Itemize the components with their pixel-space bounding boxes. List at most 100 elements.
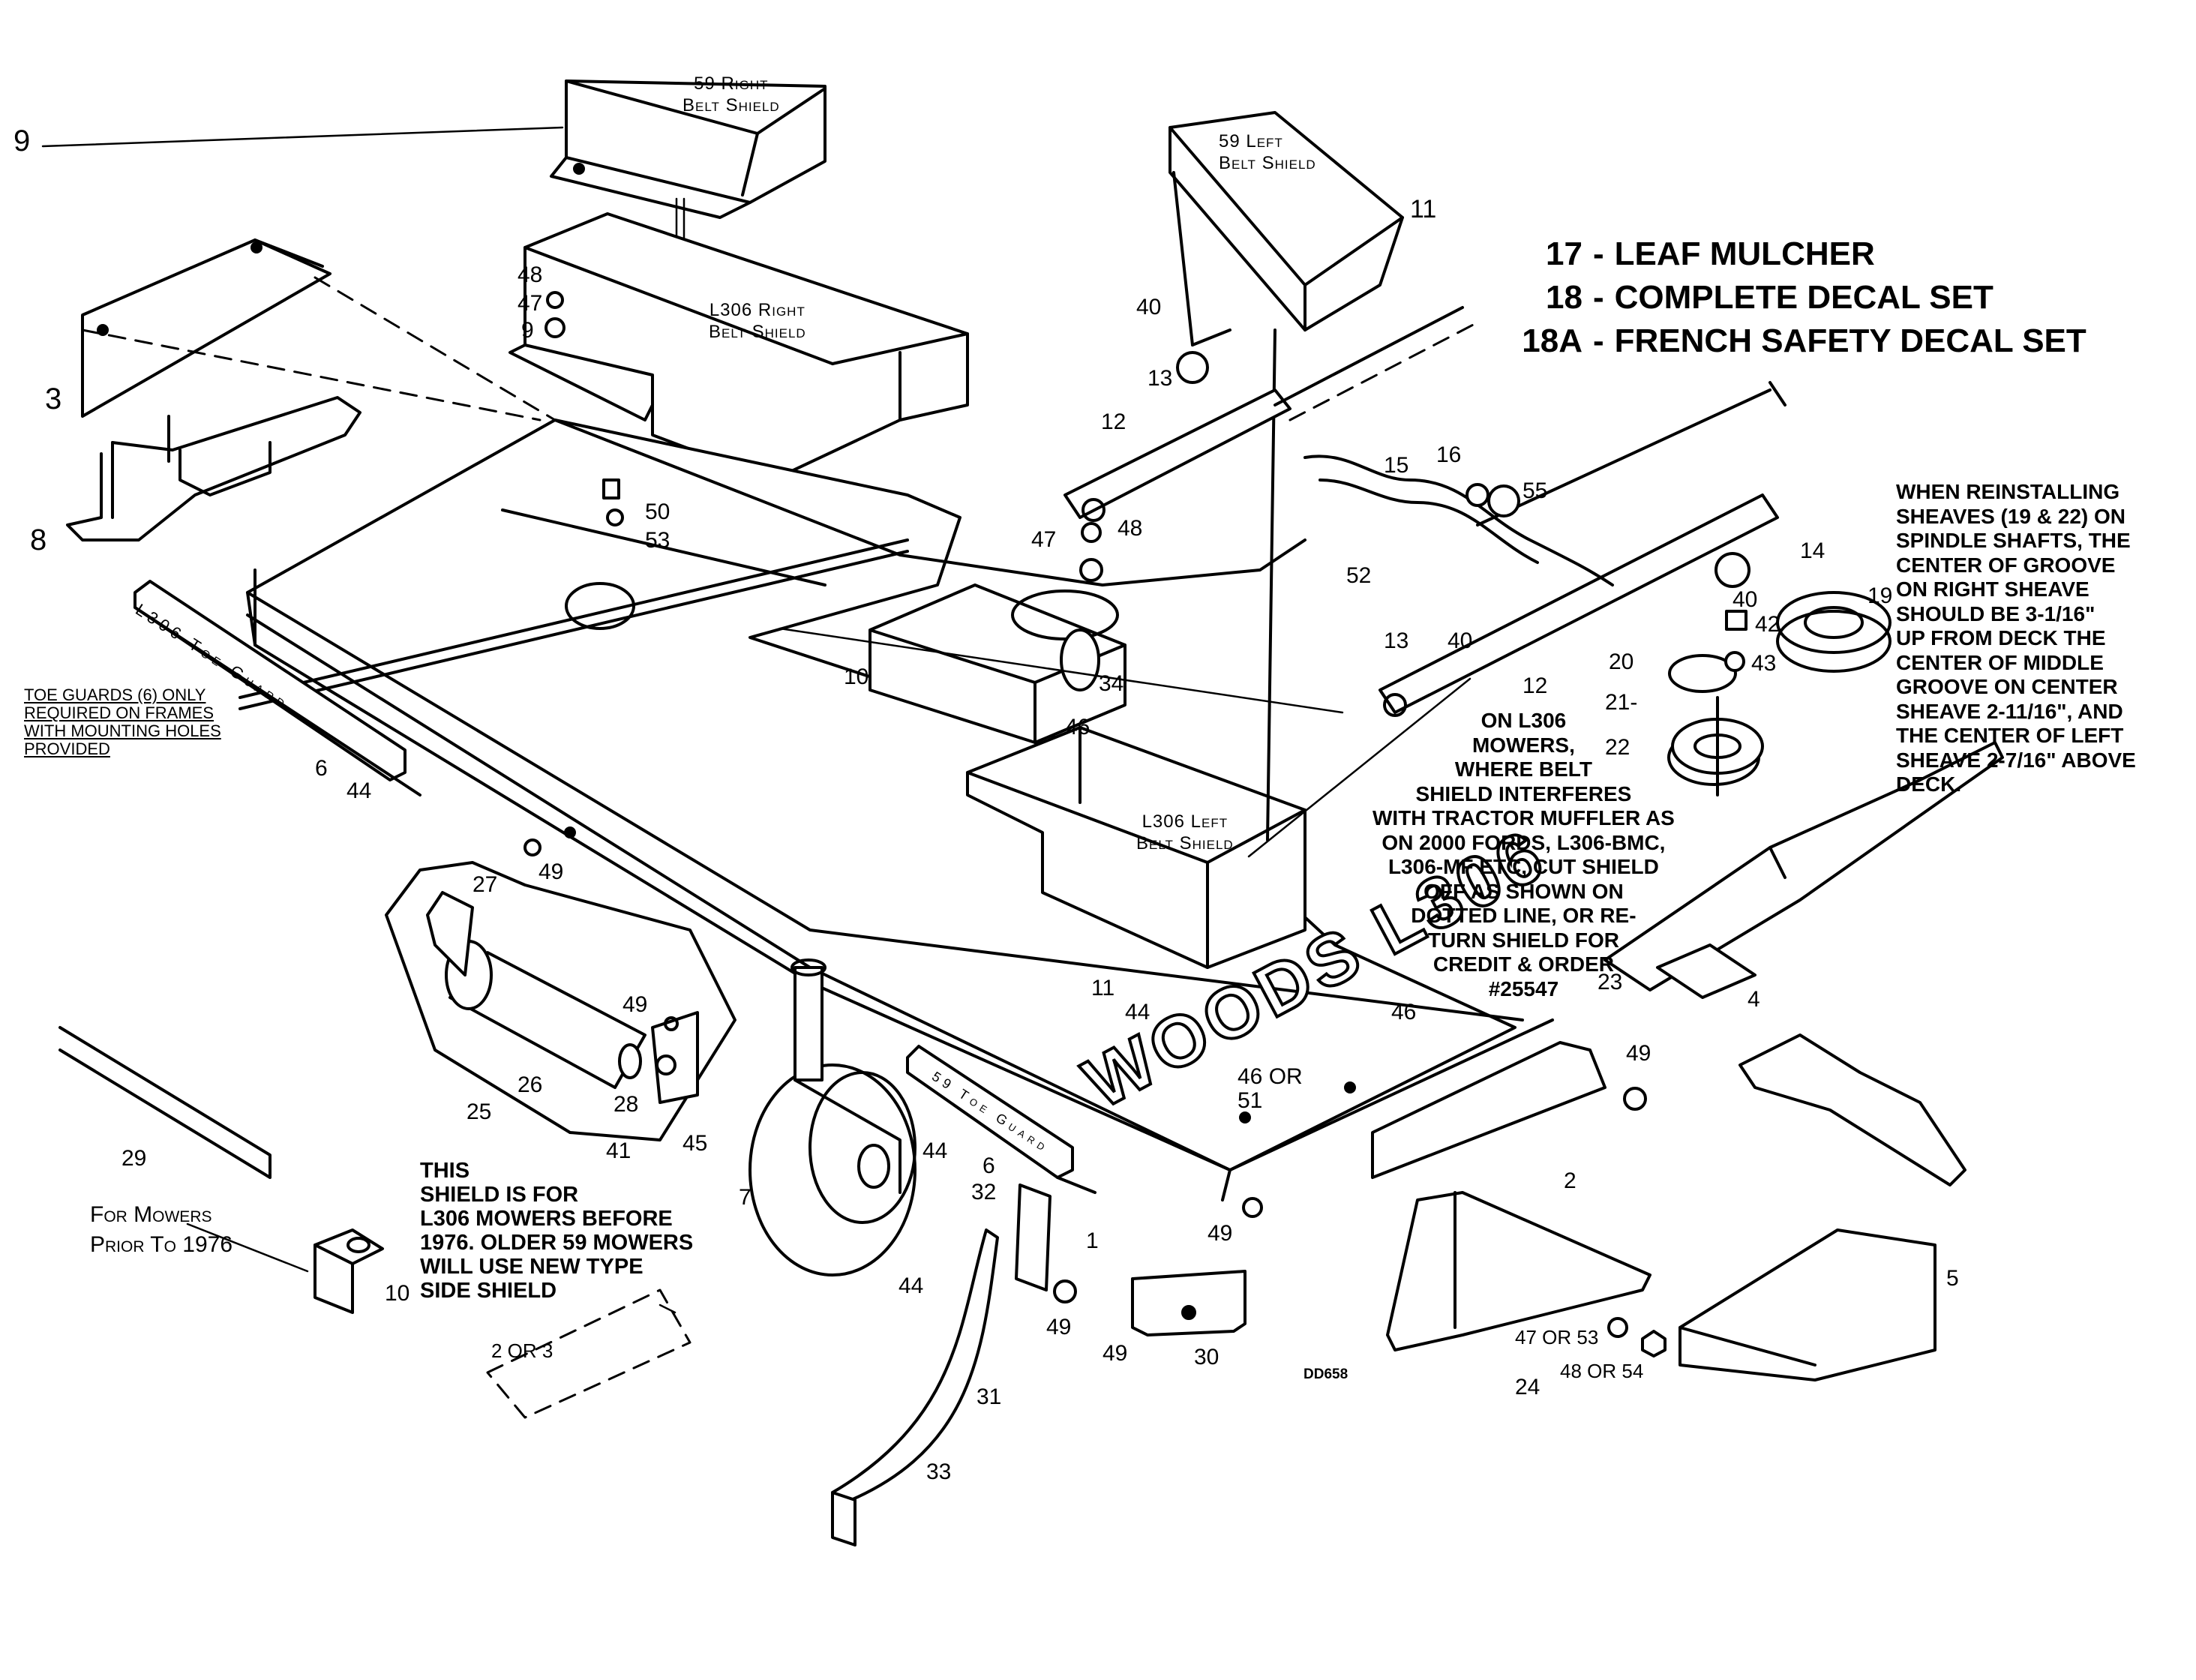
legend-item: 17-LEAF MULCHER — [1546, 236, 1875, 272]
callout-47-or-53: 47 OR 53 — [1515, 1326, 1599, 1348]
mower-deck — [238, 418, 1554, 1202]
callout-44: 44 — [922, 1138, 948, 1163]
muffler-interference-note: ON L306 MOWERS, WHERE BELT SHIELD INTERF… — [1372, 709, 1675, 1000]
callout-52: 52 — [1346, 563, 1372, 588]
skid-31 — [831, 1184, 1052, 1546]
callout-49: 49 — [622, 992, 648, 1017]
callout-23: 23 — [1598, 970, 1623, 994]
callout-45: 45 — [682, 1131, 708, 1156]
callout-2: 2 — [1564, 1168, 1576, 1193]
callout-43: 43 — [1751, 651, 1777, 676]
sheave-installation-note: WHEN REINSTALLING SHEAVES (19 & 22) ON S… — [1896, 480, 2136, 796]
callout-5: 5 — [1946, 1266, 1959, 1291]
callout-19: 19 — [1868, 584, 1893, 608]
callout-12: 12 — [1522, 674, 1548, 698]
callout-31: 31 — [976, 1384, 1002, 1409]
callout-30: 30 — [1194, 1345, 1220, 1370]
shield-5 — [1678, 1228, 1936, 1382]
blade-23 — [1738, 1034, 1966, 1186]
callout-40: 40 — [1732, 587, 1758, 612]
label-l306-left-belt-shield: L306 Left Belt Shield — [1136, 812, 1234, 854]
callout-44: 44 — [1125, 1000, 1150, 1024]
callout-24: 24 — [1515, 1375, 1540, 1400]
shield-2 — [1371, 1041, 1606, 1179]
callout-11: 11 — [1091, 976, 1115, 1000]
callout-10: 10 — [385, 1281, 410, 1306]
skid-24 — [1386, 1191, 1652, 1352]
prior-1976-note: For Mowers Prior To 1976 — [90, 1202, 233, 1257]
leader-lines — [41, 126, 1472, 1314]
old-side-shield — [486, 1288, 692, 1419]
callout-49: 49 — [1208, 1221, 1233, 1246]
callout-10: 10 — [844, 664, 869, 689]
roller-26 — [385, 861, 736, 1142]
callout-25: 25 — [466, 1100, 492, 1124]
sheaves — [1667, 591, 1892, 796]
label-59-left-belt-shield: 59 Left Belt Shield — [1219, 131, 1316, 173]
callout-49: 49 — [1626, 1041, 1652, 1066]
callout-11: 11 — [1410, 195, 1437, 224]
callout-2-or-3: 2 OR 3 — [491, 1340, 554, 1362]
callout-44: 44 — [898, 1274, 924, 1298]
callout-16: 16 — [1436, 442, 1462, 467]
callout-20: 20 — [1609, 650, 1634, 674]
callout-49: 49 — [1102, 1341, 1128, 1366]
callout-48: 48 — [518, 262, 543, 287]
callout-9: 9 — [521, 318, 534, 343]
callout-48-or-54: 48 OR 54 — [1560, 1360, 1644, 1382]
skid-8 — [66, 396, 362, 542]
callout-40: 40 — [1448, 628, 1473, 653]
callout-13: 13 — [1148, 366, 1173, 391]
callout-29: 29 — [122, 1146, 147, 1171]
drawing-number: DD658 — [1304, 1366, 1348, 1382]
blade-4 — [1604, 741, 2004, 999]
callout-42: 42 — [1755, 612, 1780, 637]
callout-34: 34 — [1099, 671, 1124, 696]
label-l306-right-belt-shield: L306 Right Belt Shield — [709, 300, 806, 342]
callout-48: 48 — [1118, 516, 1143, 541]
callout-41: 41 — [606, 1138, 632, 1163]
callout-6: 6 — [315, 756, 328, 781]
callout-50: 50 — [645, 500, 670, 524]
callout-46: 46 — [1065, 715, 1090, 740]
legend-item: 18A-FRENCH SAFETY DECAL SET — [1522, 322, 2086, 359]
side-shield-3 — [81, 238, 556, 422]
callout-47: 47 — [1031, 527, 1057, 552]
l306-left-belt-shield — [966, 726, 1306, 969]
callout-40: 40 — [1136, 295, 1162, 320]
callout-7: 7 — [739, 1185, 752, 1210]
callout-22: 22 — [1605, 735, 1630, 760]
callout-15: 15 — [1384, 453, 1409, 478]
callout-46-or-51: 46 OR 51 — [1238, 1064, 1303, 1113]
shield-30 — [1131, 1270, 1246, 1336]
callout-9: 9 — [14, 124, 31, 158]
callout-12: 12 — [1101, 410, 1126, 434]
caster-wheel — [748, 958, 916, 1276]
label-59-right-belt-shield: 59 Right Belt Shield — [682, 74, 780, 116]
59-right-belt-shield — [550, 80, 826, 253]
callout-28: 28 — [614, 1092, 639, 1117]
a-frame-bars — [1064, 306, 1786, 717]
toe-guard-note: TOE GUARDS (6) ONLY REQUIRED ON FRAMES W… — [24, 686, 221, 758]
callout-33: 33 — [926, 1460, 952, 1484]
callout-46: 46 — [1391, 1000, 1417, 1024]
callout-44: 44 — [346, 778, 372, 803]
callout-55: 55 — [1522, 478, 1548, 503]
callout-3: 3 — [45, 382, 62, 416]
callout-26: 26 — [518, 1072, 543, 1097]
callout-8: 8 — [30, 524, 47, 556]
callout-6: 6 — [982, 1154, 995, 1178]
callout-1: 1 — [1086, 1228, 1099, 1253]
callout-53: 53 — [645, 528, 670, 553]
toe-guard-l306 — [134, 580, 422, 796]
callout-13: 13 — [1384, 628, 1409, 653]
toe-guard-59 — [906, 1045, 1096, 1194]
angle-29 — [58, 1026, 272, 1179]
parts-legend: 17-LEAF MULCHER 18-COMPLETE DECAL SET 18… — [1508, 232, 2086, 363]
bracket-10 — [314, 1228, 384, 1314]
callout-32: 32 — [971, 1180, 997, 1204]
callout-14: 14 — [1800, 538, 1826, 563]
side-shield-note: THIS SHIELD IS FOR L306 MOWERS BEFORE 19… — [420, 1159, 694, 1303]
